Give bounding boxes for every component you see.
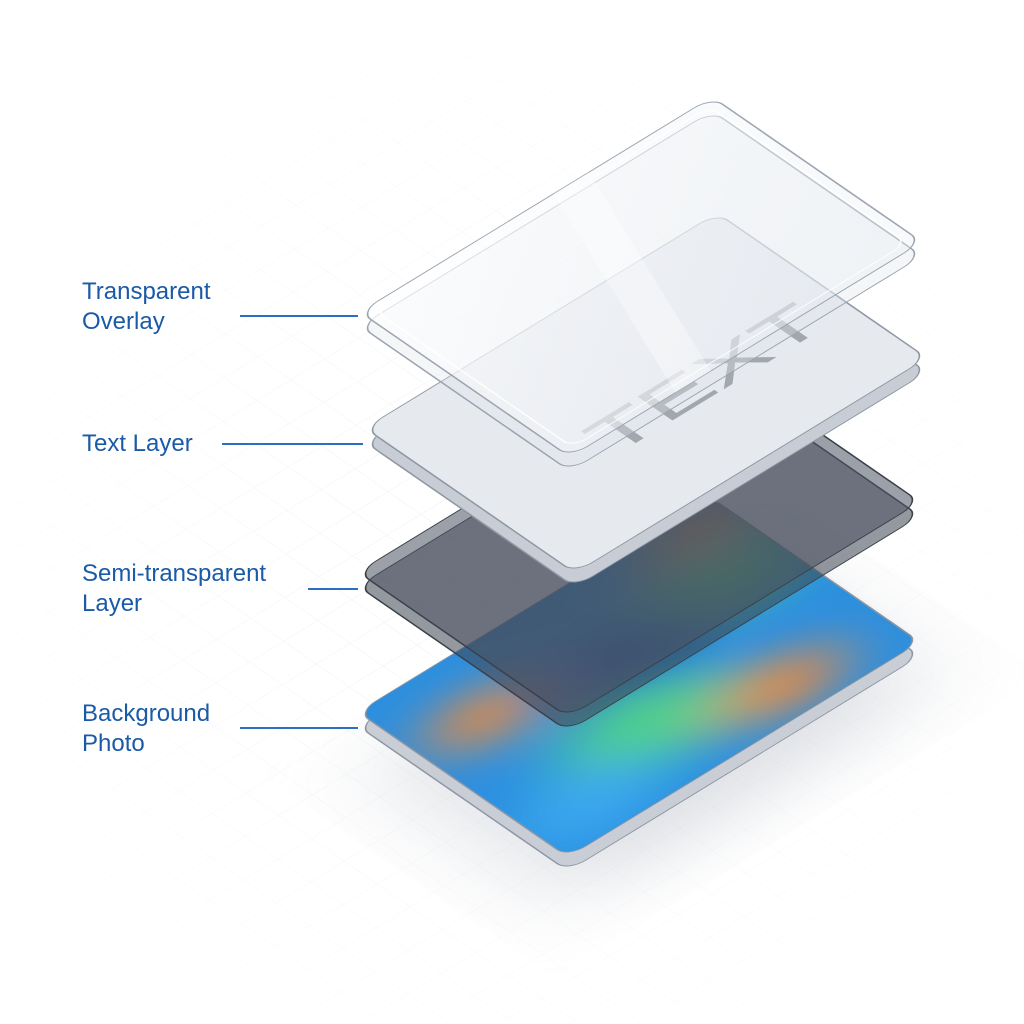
transparent-overlay-layer [366,101,916,467]
label-line: Transparent [82,278,211,305]
label-line: Semi-transparent [82,560,267,587]
label-line: Photo [82,730,145,757]
label-line: Layer [82,590,143,617]
label-line: Overlay [82,308,165,335]
label-transparent-overlay: Transparent Overlay [82,277,211,337]
label-semi-transparent-layer: Semi-transparent Layer [82,559,266,619]
label-text-layer: Text Layer [82,430,193,457]
label-background-photo: Background Photo [82,699,210,759]
label-line: Background [82,700,211,727]
